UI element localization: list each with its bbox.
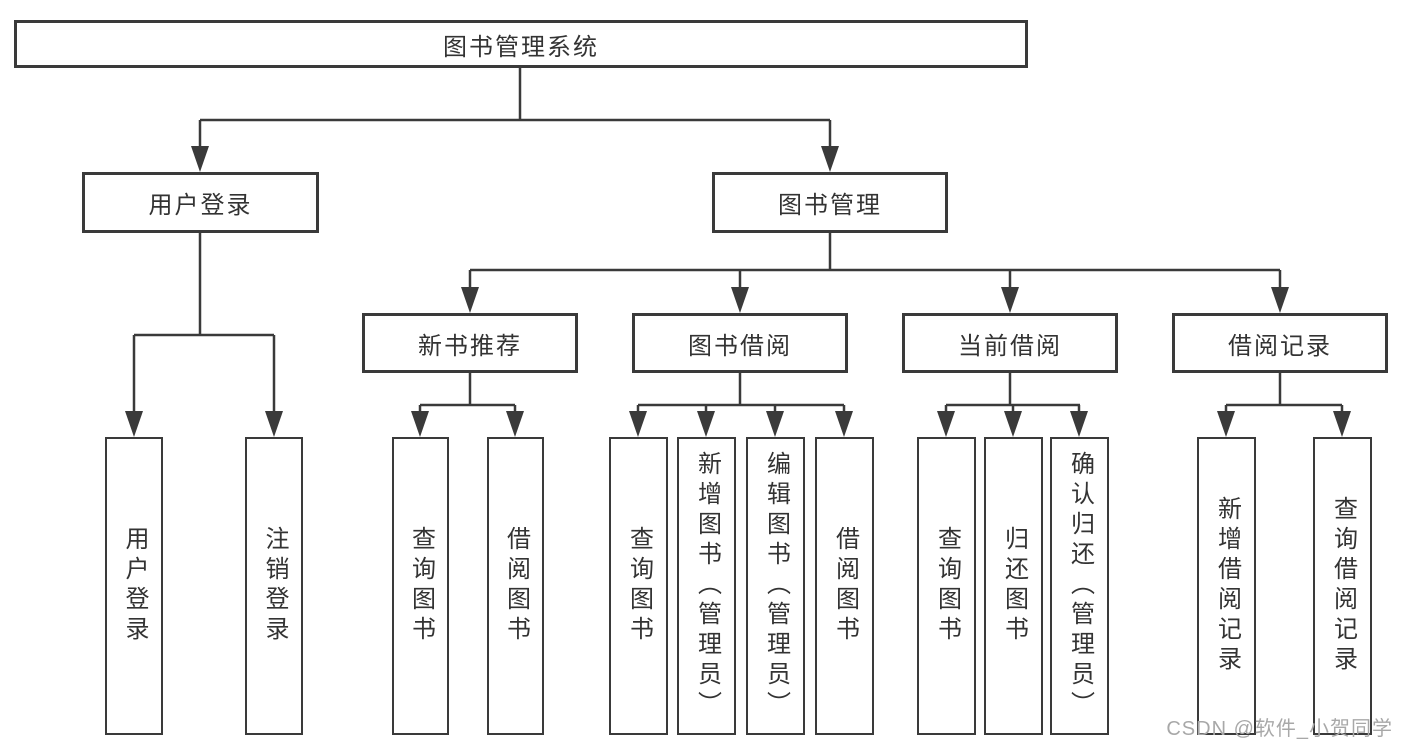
- leaf-logout: 注销登录: [245, 437, 303, 735]
- leaf-confirm-return-admin: 确认归还（管理员）: [1050, 437, 1109, 735]
- leaf-user-login: 用户登录: [105, 437, 163, 735]
- leaf-add-books-admin: 新增图书（管理员）: [677, 437, 736, 735]
- leaf-query-books-3: 查询图书: [917, 437, 976, 735]
- leaf-query-books-1: 查询图书: [392, 437, 449, 735]
- leaf-query-borrow-record: 查询借阅记录: [1313, 437, 1372, 735]
- leaf-edit-books-admin: 编辑图书（管理员）: [746, 437, 805, 735]
- leaf-query-books-2: 查询图书: [609, 437, 668, 735]
- node-root-system: 图书管理系统: [14, 20, 1028, 68]
- csdn-watermark: CSDN @软件_小贺同学: [1166, 718, 1393, 740]
- leaf-add-borrow-record: 新增借阅记录: [1197, 437, 1256, 735]
- leaf-borrow-books-2: 借阅图书: [815, 437, 874, 735]
- leaf-return-books: 归还图书: [984, 437, 1043, 735]
- node-borrow-records: 借阅记录: [1172, 313, 1388, 373]
- node-user-login: 用户登录: [82, 172, 319, 233]
- node-current-borrow: 当前借阅: [902, 313, 1118, 373]
- node-new-book-recommend: 新书推荐: [362, 313, 578, 373]
- leaf-borrow-books-1: 借阅图书: [487, 437, 544, 735]
- node-book-management: 图书管理: [712, 172, 948, 233]
- node-book-borrow: 图书借阅: [632, 313, 848, 373]
